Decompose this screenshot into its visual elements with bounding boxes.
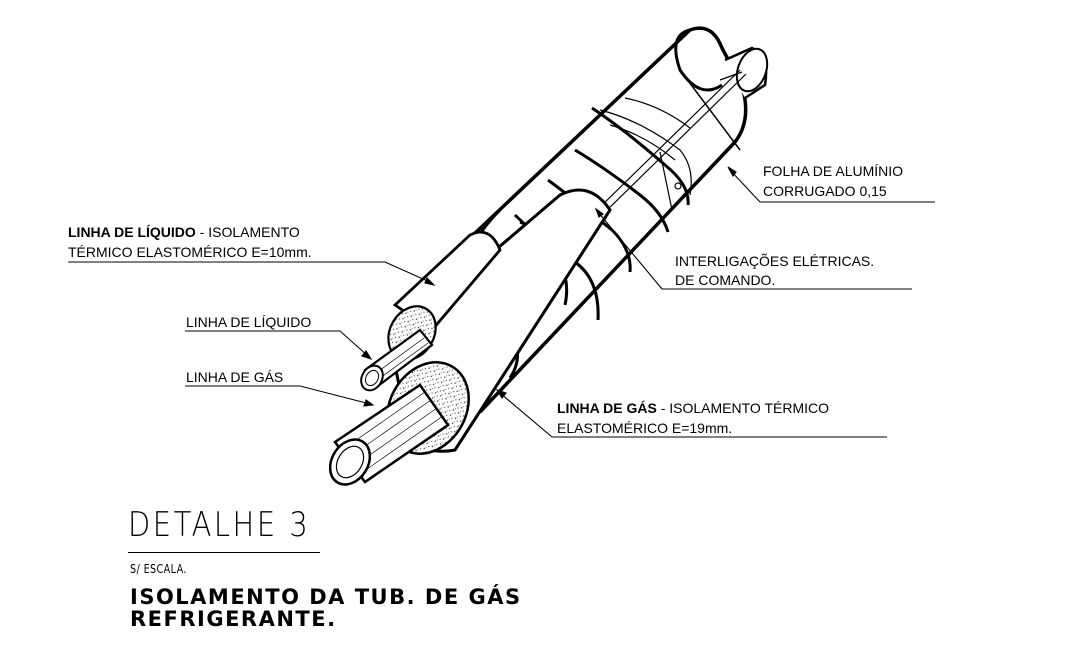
- gas-line-pipe: [328, 383, 450, 486]
- label-gas-insulation-rest: - ISOLAMENTO TÉRMICO: [656, 400, 829, 416]
- detail-subtitle-line1: ISOLAMENTO DA TUB. DE GÁS: [130, 585, 522, 609]
- label-electrical-line1: INTERLIGAÇÕES ELÉTRICAS.: [675, 253, 875, 269]
- label-gas-insulation-line1: LINHA DE GÁS - ISOLAMENTO TÉRMICO: [557, 400, 829, 416]
- detail-title-underline: [128, 552, 320, 553]
- label-electrical-line2: DE COMANDO.: [675, 272, 776, 288]
- detail-subtitle-line2: REFRIGERANTE.: [130, 607, 337, 631]
- label-gas-insulation-line2: ELASTOMÉRICO E=19mm.: [557, 420, 733, 436]
- label-liquid-insulation-line1: LINHA DE LÍQUIDO - ISOLAMENTO: [68, 224, 300, 240]
- detail-title: DETALHE 3: [128, 505, 311, 545]
- label-liquid-insulation-bold: LINHA DE LÍQUIDO: [68, 224, 196, 240]
- label-liquid-insulation-line2: TÉRMICO ELASTOMÉRICO E=10mm.: [68, 244, 312, 260]
- exposed-pipe-rear: [719, 46, 769, 100]
- label-liquid-insulation-rest: - ISOLAMENTO: [195, 224, 300, 240]
- label-gas-insulation-bold: LINHA DE GÁS: [557, 400, 657, 416]
- leader-lines: [68, 166, 935, 438]
- label-foil-line2: CORRUGADO 0,15: [763, 183, 887, 199]
- label-liquid-line: LINHA DE LÍQUIDO: [186, 314, 312, 330]
- liquid-line-pipe: [360, 328, 434, 392]
- label-foil-line1: FOLHA DE ALUMÍNIO: [763, 163, 904, 179]
- label-gas-line: LINHA DE GÁS: [186, 369, 284, 385]
- detail-subtitle: ISOLAMENTO DA TUB. DE GÁS REFRIGERANTE.: [130, 586, 522, 630]
- scale-note: S/ ESCALA.: [130, 562, 187, 576]
